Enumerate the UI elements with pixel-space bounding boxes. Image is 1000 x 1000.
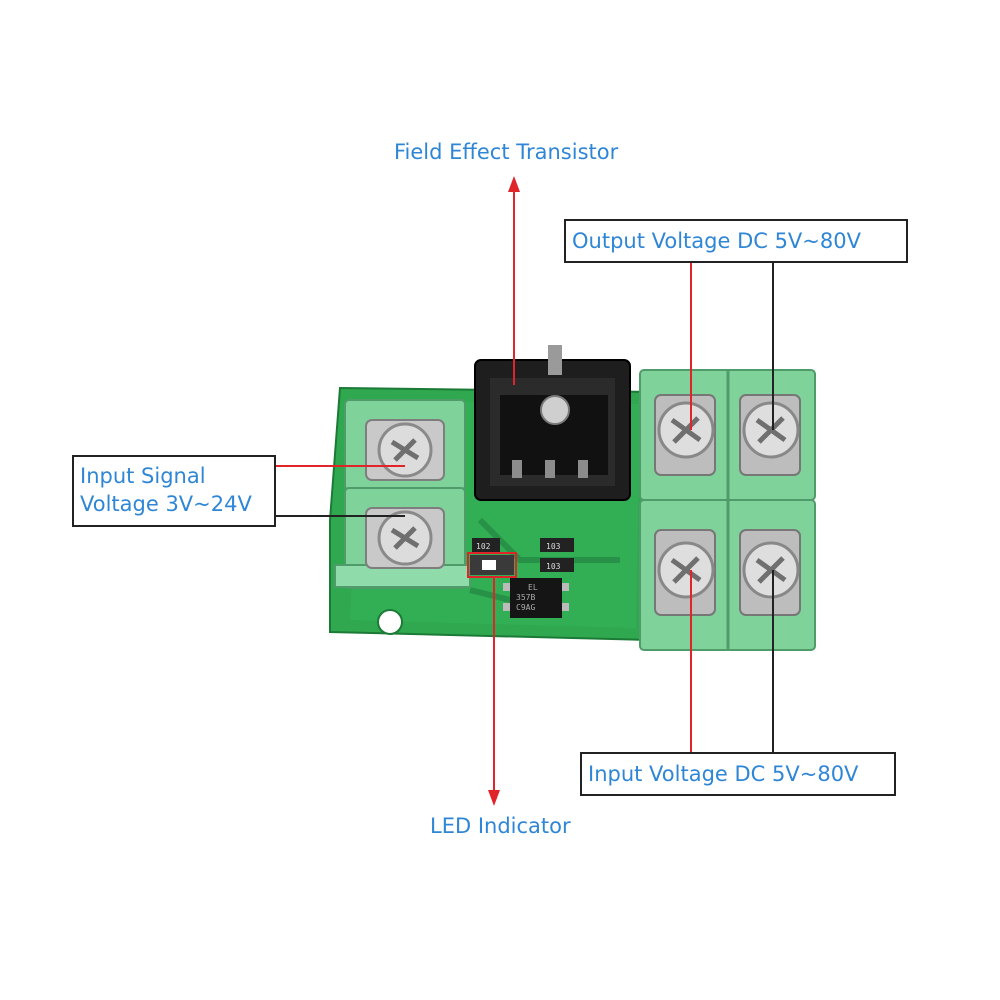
led-label: LED Indicator bbox=[430, 814, 571, 838]
output-voltage-label: Output Voltage DC 5V~80V bbox=[572, 229, 861, 253]
chip-marking-1: EL bbox=[528, 583, 538, 592]
input-signal-terminal-block bbox=[334, 399, 471, 589]
smd-components bbox=[472, 538, 574, 618]
input-voltage-box: Input Voltage DC 5V~80V bbox=[580, 752, 896, 796]
resistor-marking-3: 102 bbox=[476, 542, 491, 551]
resistor-marking-1: 103 bbox=[546, 542, 561, 551]
mosfet-heatsink bbox=[474, 345, 631, 501]
input-voltage-label: Input Voltage DC 5V~80V bbox=[588, 762, 859, 786]
chip-marking-2: 357B bbox=[516, 593, 535, 602]
output-voltage-box: Output Voltage DC 5V~80V bbox=[564, 219, 908, 263]
input-signal-box: Input Signal Voltage 3V~24V bbox=[72, 455, 276, 527]
led-highlight-box bbox=[467, 552, 517, 578]
fet-label: Field Effect Transistor bbox=[394, 140, 619, 164]
input-signal-label-line1: Input Signal bbox=[80, 464, 206, 488]
led-arrow bbox=[488, 577, 500, 806]
power-terminal-blocks bbox=[639, 369, 816, 651]
fet-arrow bbox=[508, 176, 520, 385]
input-signal-label-line2: Voltage 3V~24V bbox=[80, 492, 252, 516]
resistor-marking-2: 103 bbox=[546, 562, 561, 571]
chip-marking-3: C9AG bbox=[516, 603, 535, 612]
